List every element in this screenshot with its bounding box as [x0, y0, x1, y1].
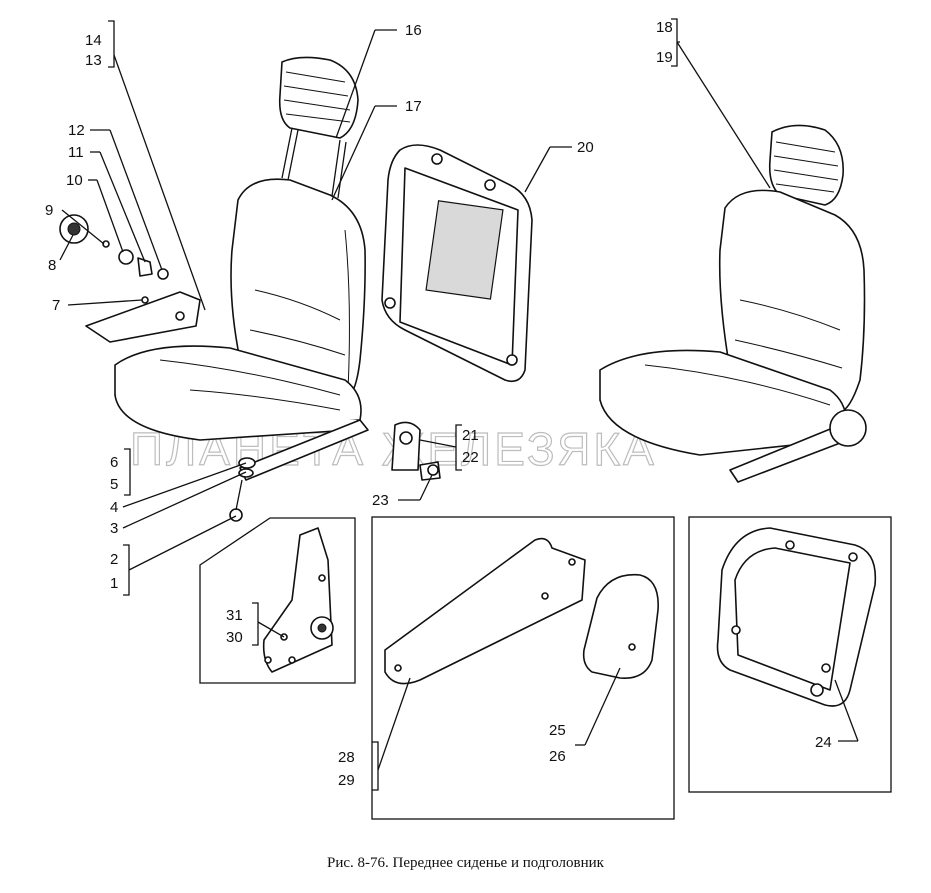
callout-8: 8 [48, 257, 56, 274]
callout-6: 6 [110, 454, 118, 471]
backrest-panel-illustration [381, 144, 533, 383]
callout-19: 19 [656, 49, 673, 66]
callout-22: 22 [462, 449, 479, 466]
callout-14: 14 [85, 32, 102, 49]
callout-23: 23 [372, 492, 389, 509]
callout-21: 21 [462, 427, 479, 444]
side-trim-inset [371, 516, 675, 820]
callout-28: 28 [338, 749, 355, 766]
callout-26: 26 [549, 748, 566, 765]
callout-30: 30 [226, 629, 243, 646]
callout-18: 18 [656, 19, 673, 36]
callout-13: 13 [85, 52, 102, 69]
figure-caption: Рис. 8-76. Переднее сиденье и подголовни… [327, 855, 604, 871]
leader-lines [59, 18, 859, 791]
callout-20: 20 [577, 139, 594, 156]
callout-11: 11 [68, 144, 84, 161]
headrest-cover-inset [688, 516, 892, 793]
callout-17: 17 [405, 98, 422, 115]
callout-labels: 14 13 12 11 10 9 8 7 6 5 4 3 2 1 16 17 1… [45, 19, 832, 789]
right-seat-illustration [599, 124, 867, 483]
hinge-bracket-illustration [391, 421, 441, 481]
callout-9: 9 [45, 202, 53, 219]
callout-3: 3 [110, 520, 118, 537]
recliner-mechanism-inset [199, 517, 356, 684]
callout-2: 2 [110, 551, 118, 568]
callout-1: 1 [110, 575, 118, 592]
callout-29: 29 [338, 772, 355, 789]
callout-10: 10 [66, 172, 83, 189]
callout-12: 12 [68, 122, 85, 139]
callout-4: 4 [110, 499, 118, 516]
left-seat-illustration [59, 56, 369, 522]
callout-5: 5 [110, 476, 118, 493]
callout-24: 24 [815, 734, 832, 751]
callout-25: 25 [549, 722, 566, 739]
callout-16: 16 [405, 22, 422, 39]
callout-31: 31 [226, 607, 243, 624]
callout-7: 7 [52, 297, 60, 314]
